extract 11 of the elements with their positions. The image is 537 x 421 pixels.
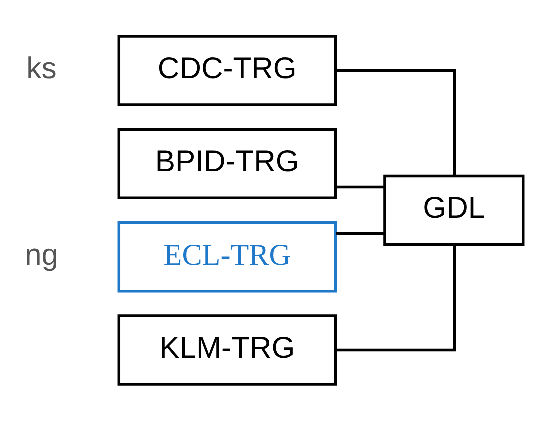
node-box: CDC-TRG — [118, 35, 337, 106]
connector — [336, 245, 456, 352]
connector — [336, 186, 385, 189]
connector — [336, 232, 385, 236]
node-box: ECL-TRG — [118, 221, 337, 293]
label: ng — [24, 238, 58, 272]
connector — [336, 69, 456, 176]
node-box: KLM-TRG — [118, 314, 337, 386]
label: ks — [26, 52, 57, 86]
node-box: BPID-TRG — [118, 128, 337, 200]
node-box: GDL — [384, 174, 525, 246]
